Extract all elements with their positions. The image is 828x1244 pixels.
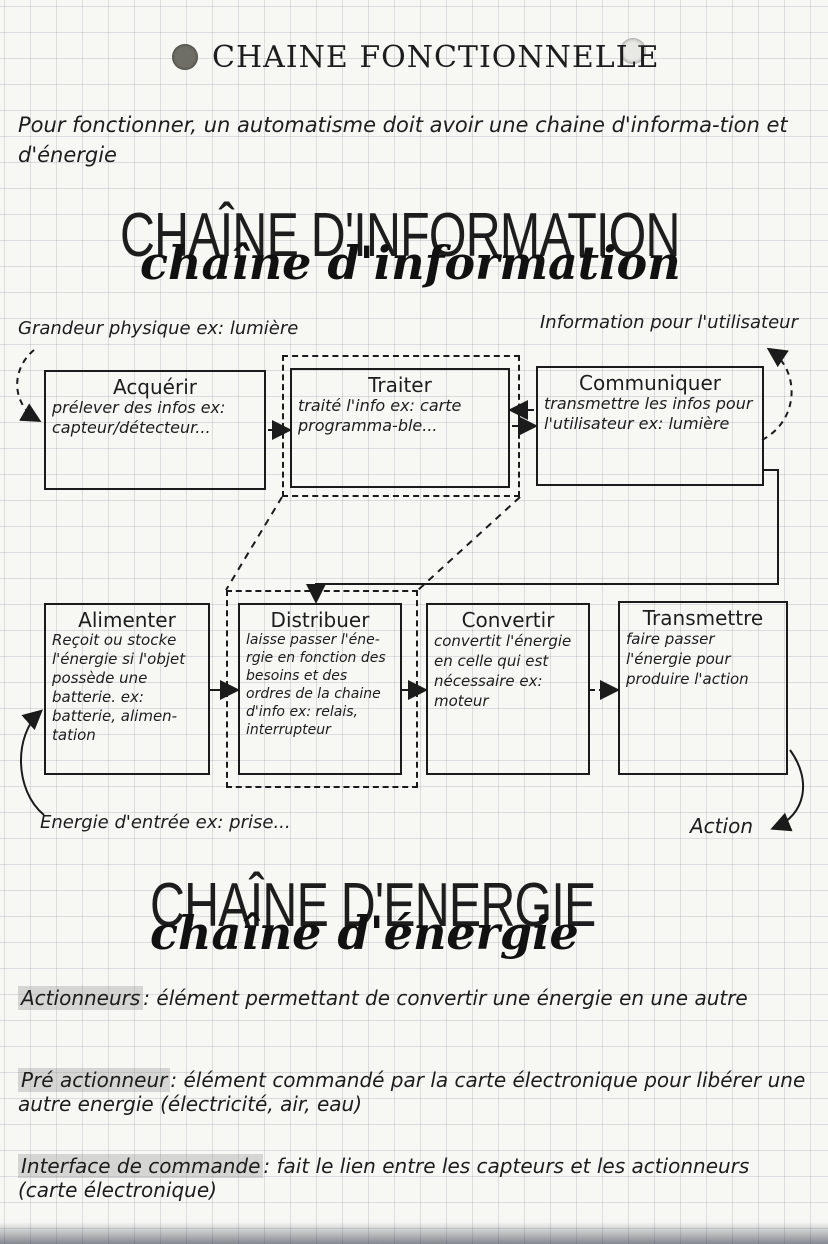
- box-title: Traiter: [368, 373, 432, 397]
- box-title: Distribuer: [270, 608, 370, 632]
- info-chain-script-heading: chaîne d'information: [140, 236, 681, 290]
- box-title: Alimenter: [78, 608, 176, 632]
- definition-text: : élément commandé par la carte électron…: [18, 1068, 806, 1116]
- traiter-distribuer-link-right: [417, 496, 521, 591]
- definition-term: Interface de commande: [18, 1154, 264, 1178]
- box-body: transmettre les infos pour l'utilisateur…: [544, 394, 753, 433]
- definition-interface: Interface de commande: fait le lien entr…: [18, 1154, 808, 1202]
- definition-term: Actionneurs: [18, 986, 144, 1010]
- punch-hole-right: [620, 38, 646, 64]
- box-distribuer: Distribuer laisse passer l'éne-rgie en f…: [238, 603, 402, 775]
- energy-chain-script-heading: chaîne d'énergie: [150, 906, 579, 960]
- energy-output-label: Action: [690, 814, 753, 838]
- page-title: CHAINE FONCTIONNELLE: [212, 40, 660, 75]
- box-alimenter: Alimenter Reçoit ou stocke l'énergie si …: [44, 603, 210, 775]
- definition-text: : fait le lien entre les capteurs et les…: [18, 1154, 750, 1202]
- intro-text: Pour fonctionner, un automatisme doit av…: [18, 113, 788, 167]
- definition-term: Pré actionneur: [18, 1068, 171, 1092]
- box-body: convertit l'énergie en celle qui est néc…: [434, 632, 572, 710]
- traiter-distribuer-link-left: [225, 496, 283, 591]
- info-chain-heading: CHAÎNE D'INFORMATION: [120, 201, 680, 270]
- box-body: faire passer l'énergie pour produire l'a…: [626, 630, 749, 688]
- info-output-label: Information pour l'utilisateur: [540, 312, 798, 333]
- definition-text: : élément permettant de convertir une én…: [143, 986, 748, 1010]
- box-communiquer: Communiquer transmettre les infos pour l…: [536, 366, 764, 486]
- box-body: prélever des infos ex: capteur/détecteur…: [52, 398, 226, 437]
- definition-actionneurs: Actionneurs: élément permettant de conve…: [18, 986, 808, 1010]
- box-body: Reçoit ou stocke l'énergie si l'objet po…: [52, 631, 186, 744]
- box-title: Communiquer: [579, 371, 721, 395]
- communiquer-to-energy-line: [306, 469, 779, 604]
- action-output-arrow: [770, 749, 804, 832]
- energy-chain-heading: CHAÎNE D'ENERGIE: [150, 871, 596, 940]
- page-shadow: [0, 1222, 828, 1244]
- energy-input-label: Energie d'entrée ex: prise...: [40, 812, 291, 833]
- info-output-arrow: [761, 347, 793, 441]
- box-title: Convertir: [461, 608, 555, 632]
- box-acquerir: Acquérir prélever des infos ex: capteur/…: [44, 370, 266, 490]
- definition-pre-actionneur: Pré actionneur: élément commandé par la …: [18, 1068, 808, 1116]
- punch-hole-left: [172, 44, 198, 70]
- box-title: Transmettre: [642, 606, 764, 630]
- info-input-label: Grandeur physique ex: lumière: [18, 318, 299, 339]
- box-body: traité l'info ex: carte programma-ble...: [298, 396, 462, 435]
- box-title: Acquérir: [112, 375, 197, 399]
- energy-input-arrow: [20, 709, 45, 816]
- box-body: laisse passer l'éne-rgie en fonction des…: [246, 632, 386, 738]
- info-input-arrow: [16, 349, 42, 423]
